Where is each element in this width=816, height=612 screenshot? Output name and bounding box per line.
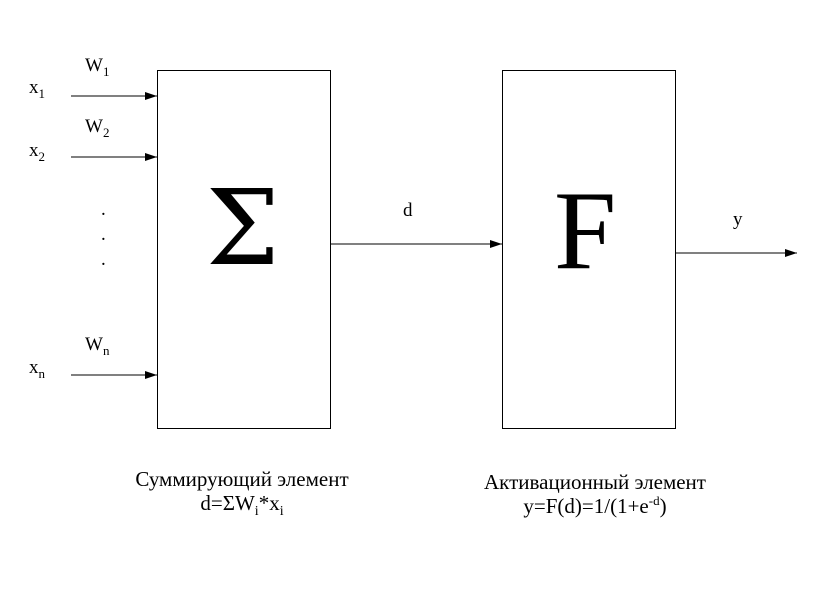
weight-label-w2: W2: [85, 116, 110, 140]
input-label-x2: x2: [29, 140, 45, 164]
ellipsis-dot-1: .: [101, 199, 106, 220]
activation-formula: y=F(d)=1/(1+e-d): [523, 493, 667, 518]
ellipsis-dot-2: .: [101, 224, 106, 245]
ellipsis-dot-3: .: [101, 249, 106, 270]
activation-caption-title: Активационный элемент: [484, 470, 706, 494]
summing-block: [157, 70, 331, 429]
y-label: y: [733, 209, 743, 230]
sum-formula: d=ΣWi*xi: [200, 491, 284, 519]
activation-block: [502, 70, 676, 429]
activation-caption: Активационный элемент y=F(d)=1/(1+e-d): [460, 470, 730, 518]
input-label-x1: x1: [29, 77, 45, 101]
input-label-xn: xn: [29, 357, 45, 381]
d-label: d: [403, 200, 413, 221]
weight-label-w1: W1: [85, 55, 110, 79]
weight-label-wn: Wn: [85, 334, 110, 358]
activation-symbol: F: [554, 169, 617, 293]
sum-caption: Суммирующий элемент d=ΣWi*xi: [112, 467, 372, 519]
sum-symbol: Σ: [206, 167, 280, 289]
sum-caption-title: Суммирующий элемент: [135, 467, 349, 491]
